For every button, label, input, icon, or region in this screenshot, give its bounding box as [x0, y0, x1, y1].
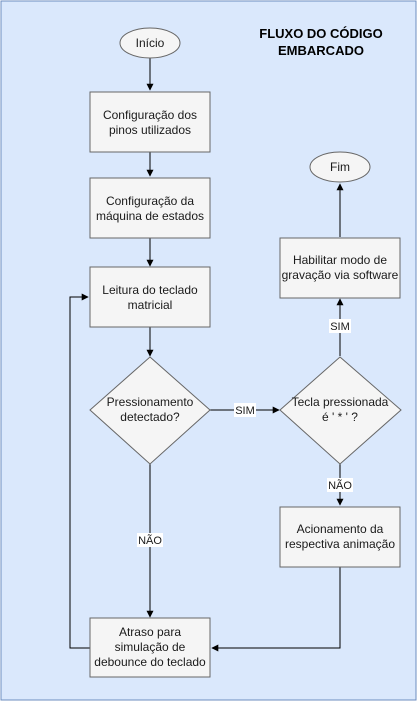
node-tecla-line1: Tecla pressionada — [292, 395, 389, 409]
label-tecla-nao: NÃO — [328, 479, 352, 492]
edge-acionamento-to-atraso — [211, 567, 341, 652]
node-atraso-line2: simulação de — [115, 640, 186, 654]
label-pressionamento-sim: SIM — [235, 405, 255, 417]
label-pressionamento-nao: NÃO — [138, 534, 162, 547]
node-atraso-line3: debounce do teclado — [94, 655, 206, 669]
node-atraso-debounce: Atraso para simulação de debounce do tec… — [89, 617, 211, 678]
node-fim: Fim — [309, 151, 371, 183]
node-config-maquina: Configuração da máquina de estados — [89, 177, 211, 239]
node-config-pinos: Configuração dos pinos utilizados — [89, 91, 211, 153]
node-tecla-decision: Tecla pressionada é ' * ' ? — [279, 356, 402, 465]
label-tecla-sim: SIM — [330, 321, 350, 333]
node-inicio-label: Início — [136, 36, 165, 50]
node-acionamento-animacao: Acionamento da respectiva animação — [279, 506, 401, 568]
diagram-title-line2: EMBARCADO — [278, 43, 364, 58]
node-leitura-line1: Leitura do teclado — [102, 283, 198, 297]
label-bg-tecla-sim — [329, 319, 351, 333]
node-leitura-line2: matricial — [128, 298, 173, 312]
node-config-pinos-line1: Configuração dos — [103, 108, 197, 122]
node-fim-label: Fim — [330, 160, 350, 174]
node-inicio: Início — [119, 27, 181, 59]
node-pressionamento-line2: detectado? — [120, 410, 180, 424]
node-acionamento-line1: Acionamento da — [297, 522, 384, 536]
node-acionamento-line2: respectiva animação — [285, 537, 395, 551]
node-pressionamento-decision: Pressionamento detectado? — [89, 356, 211, 465]
label-bg-pressionamento-sim — [234, 403, 256, 417]
label-bg-tecla-nao — [327, 478, 353, 492]
label-bg-pressionamento-nao — [137, 533, 163, 547]
node-tecla-line2: é ' * ' ? — [322, 410, 358, 424]
node-habilitar-gravacao: Habilitar modo de gravação via software — [279, 237, 401, 299]
node-leitura-teclado: Leitura do teclado matricial — [89, 266, 211, 328]
node-config-pinos-line2: pinos utilizados — [109, 123, 191, 137]
diagram-title-line1: FLUXO DO CÓDIGO — [259, 26, 383, 41]
node-habilitar-line1: Habilitar modo de — [293, 253, 387, 267]
node-config-maquina-line2: máquina de estados — [96, 209, 204, 223]
node-pressionamento-line1: Pressionamento — [107, 395, 194, 409]
node-habilitar-line2: gravação via software — [282, 268, 399, 282]
node-atraso-line1: Atraso para — [119, 625, 181, 639]
node-config-maquina-line1: Configuração da — [106, 194, 194, 208]
edge-atraso-loop-to-leitura — [69, 293, 90, 649]
